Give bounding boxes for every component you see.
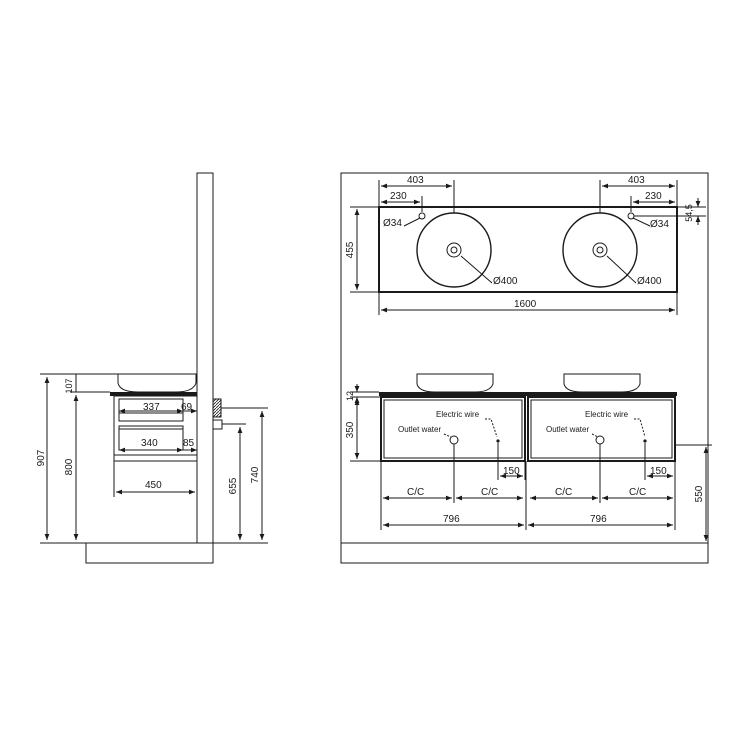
label-outlet-water-right: Outlet water: [546, 425, 589, 434]
dim-unit-width-left: 796: [443, 514, 460, 525]
right-electric-wire: [643, 439, 647, 443]
right-drain: [592, 242, 608, 258]
dim-cabinet-top-height: 800: [64, 458, 75, 475]
dim-top-depth: 455: [345, 241, 356, 258]
dim-tap-hole-left: Ø34: [383, 218, 402, 229]
dim-tap-hole-right: Ø34: [650, 219, 669, 230]
dim-wire-offset-right: 150: [650, 466, 667, 477]
dim-left-basin-offset: 403: [407, 175, 424, 186]
wall-outline: [340, 172, 709, 543]
dim-left-tap-offset: 230: [390, 191, 407, 202]
counter-top-front: [379, 392, 677, 396]
floor: [85, 542, 214, 564]
label-outlet-water-left: Outlet water: [398, 425, 441, 434]
left-electric-wire: [496, 439, 500, 443]
dim-total-height: 907: [36, 449, 47, 466]
dim-top-drawer-depth: 337: [143, 402, 160, 413]
dim-right-tap-offset: 230: [645, 191, 662, 202]
right-basin: [562, 212, 638, 288]
side-view: 907 800 107 337 69 340 85 450 655 740: [36, 172, 268, 564]
plan-view: 403 230 403 230 455 Ø34 Ø34 54,5 Ø400: [340, 172, 709, 543]
front-view: Electric wire Outlet water Electric wire…: [340, 373, 712, 564]
dim-right-basin-offset: 403: [628, 175, 645, 186]
dim-total-width: 1600: [514, 299, 537, 310]
left-drain: [446, 242, 462, 258]
dim-cc-2: C/C: [481, 487, 498, 498]
cabinet-side: [113, 395, 198, 462]
right-basin-front: [563, 373, 641, 393]
wire-socket: [212, 398, 222, 418]
dim-wire-offset-left: 150: [503, 466, 520, 477]
dim-top-drawer-gap: 69: [181, 402, 193, 413]
dim-cc-1: C/C: [407, 487, 424, 498]
dim-cc-3: C/C: [555, 487, 572, 498]
dim-basin-dia-left: Ø400: [493, 276, 518, 287]
basin-side: [117, 373, 197, 393]
left-basin: [416, 212, 492, 288]
dim-top-thickness: 12: [345, 391, 355, 401]
left-outlet-water: [449, 435, 459, 445]
wall: [196, 172, 214, 544]
dim-wire-height: 740: [250, 466, 261, 483]
left-cabinet-front: [380, 396, 526, 462]
label-electric-wire-left: Electric wire: [436, 410, 480, 419]
dim-install-height: 550: [694, 485, 705, 502]
dim-bottom-drawer-depth: 340: [141, 438, 158, 449]
floor-base: [340, 542, 709, 564]
label-electric-wire-right: Electric wire: [585, 410, 629, 419]
dim-cc-4: C/C: [629, 487, 646, 498]
counter-top-plan: [378, 206, 678, 293]
right-cabinet-front: [527, 396, 676, 462]
dim-outlet-height: 655: [228, 477, 239, 494]
left-tap-hole: [418, 212, 426, 220]
dim-cabinet-height: 350: [345, 421, 356, 438]
dim-tap-edge: 54,5: [684, 204, 694, 222]
dim-bottom-drawer-gap: 85: [183, 438, 195, 449]
dim-cabinet-depth: 450: [145, 480, 162, 491]
counter-top-side: [110, 392, 197, 396]
left-basin-front: [416, 373, 494, 393]
dim-basin-height: 107: [64, 378, 74, 393]
dim-basin-dia-right: Ø400: [637, 276, 662, 287]
right-outlet-water: [595, 435, 605, 445]
dim-unit-width-right: 796: [590, 514, 607, 525]
